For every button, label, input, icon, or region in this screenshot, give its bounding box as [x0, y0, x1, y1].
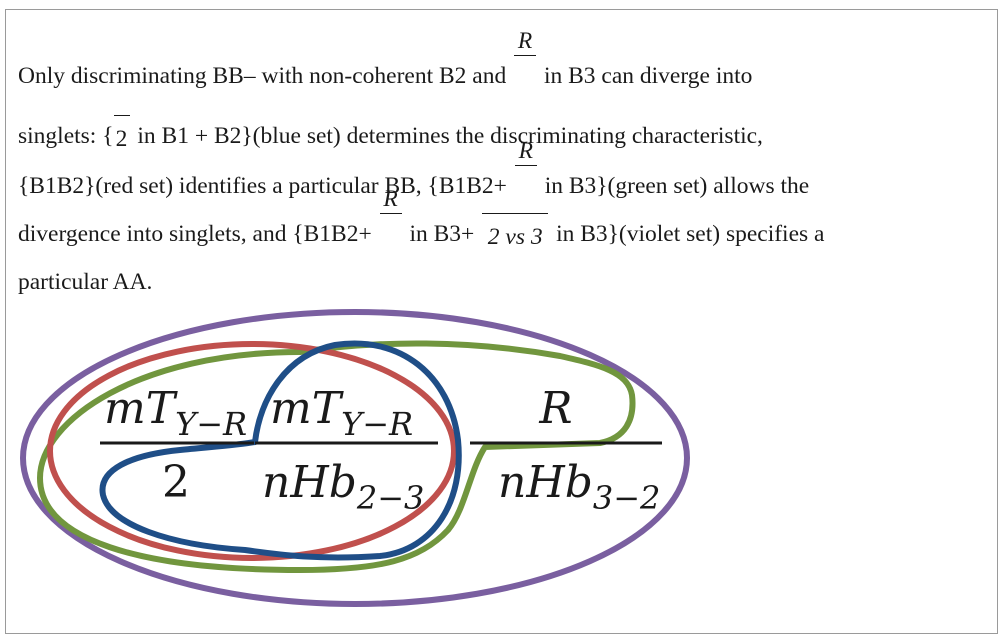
- violet-set-outline: [20, 309, 690, 607]
- fraction-r-over-blank-3: R ​: [379, 186, 402, 248]
- caption-line-2-part-a: singlets: {: [18, 123, 114, 149]
- caption-line-5: particular AA.: [18, 269, 152, 305]
- fraction-bar: ​: [379, 213, 402, 241]
- fraction-denominator: 2 vs 3: [487, 224, 543, 250]
- fraction-numerator: R: [383, 186, 398, 212]
- caption-line-2: singlets: { ​ 2 in B1 + B2}(blue set) de…: [18, 115, 763, 158]
- blue-set-outline: [99, 340, 462, 561]
- caption-line-1-part-b: in B3 can diverge into: [543, 63, 753, 89]
- fraction-blank-over-2vs3: ​ 2 vs 3: [482, 213, 549, 250]
- formula-1-numerator: mTY−R: [104, 383, 247, 443]
- formula-1-denominator: 2: [162, 457, 190, 508]
- formula-3-denominator: nHb3−2: [498, 457, 660, 517]
- caption-line-1-part-a: Only discriminating BB– with non-coheren…: [18, 63, 507, 89]
- caption-line-4-part-c: in B3}(violet set) specifies a: [556, 221, 825, 247]
- fraction-bar: ​: [514, 165, 537, 193]
- caption-line-3-part-a: {B1B2}(red set) identifies a particular …: [18, 173, 507, 199]
- fraction-bar: ​: [482, 213, 549, 241]
- caption-line-3: {B1B2}(red set) identifies a particular …: [18, 138, 810, 208]
- caption-line-3-part-b: in B3}(green set) allows the: [544, 173, 810, 199]
- fraction-r-over-blank-1: R ​: [514, 28, 537, 90]
- fraction-numerator: R: [517, 28, 533, 54]
- caption-line-4: divergence into singlets, and {B1B2+ R ​…: [18, 186, 825, 256]
- fraction-denominator: 2: [115, 126, 128, 152]
- caption-line-5-text: particular AA.: [18, 269, 153, 295]
- fraction-bar: ​: [514, 55, 537, 83]
- formula-2-denominator: nHb2−3: [262, 457, 424, 517]
- caption-line-4-part-a: divergence into singlets, and {B1B2+: [18, 221, 372, 247]
- figure-frame: [5, 9, 998, 634]
- formula-2-numerator: mTY−R: [270, 383, 413, 443]
- red-set-outline: [47, 341, 457, 561]
- fraction-numerator: R: [518, 138, 533, 164]
- green-set-outline: [37, 340, 636, 573]
- fraction-r-over-blank-2: R ​: [514, 138, 537, 200]
- fraction-bar: ​: [113, 115, 130, 143]
- formula-3-numerator: R: [538, 383, 572, 434]
- caption-line-2-part-b: in B1 + B2}(blue set) determines the dis…: [137, 123, 763, 149]
- fraction-blank-over-2: ​ 2: [113, 115, 130, 152]
- caption-line-4-part-b: in B3+: [409, 221, 475, 247]
- caption-line-1: Only discriminating BB– with non-coheren…: [18, 28, 753, 98]
